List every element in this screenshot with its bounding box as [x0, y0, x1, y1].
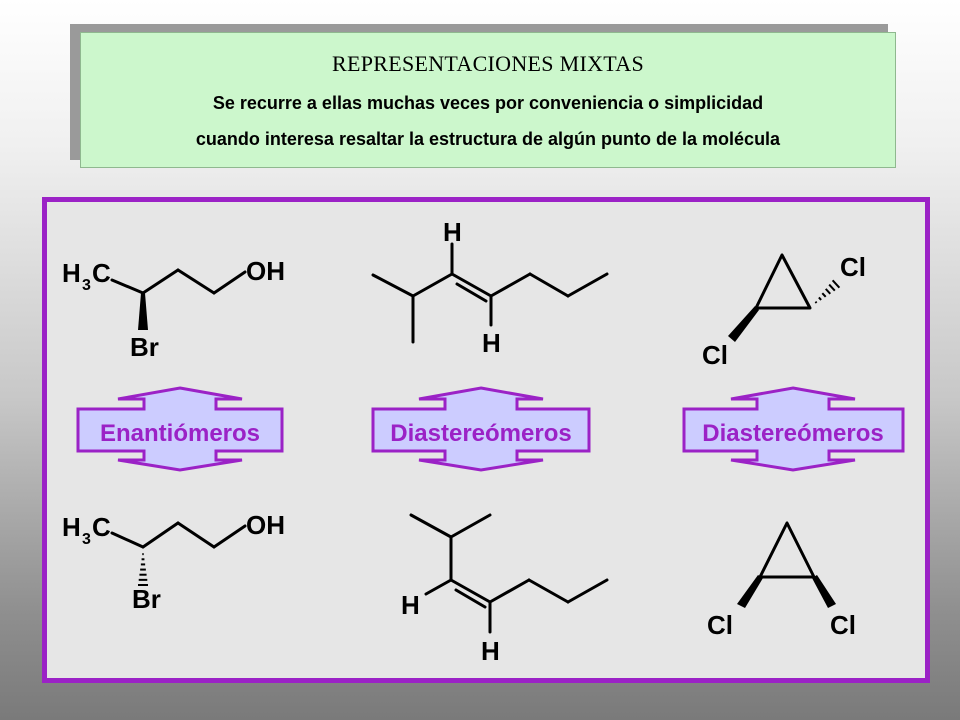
header-box: REPRESENTACIONES MIXTAS Se recurre a ell…	[80, 32, 896, 168]
label-br: Br	[130, 332, 159, 362]
relation-label-left: Enantiómeros	[100, 420, 260, 447]
header-line-1: Se recurre a ellas muchas veces por conv…	[212, 93, 764, 113]
label-cl-left: Cl	[707, 610, 733, 640]
bond	[141, 268, 180, 295]
label-oh: OH	[246, 510, 285, 540]
double-bond-inner	[454, 588, 487, 609]
wedge-bond	[728, 306, 759, 342]
label-h3c-sub: 3	[82, 277, 91, 294]
bond	[411, 272, 454, 298]
label-h3c-sub: 3	[82, 531, 91, 548]
bond	[110, 531, 145, 549]
label-h3c-h: H	[62, 512, 81, 542]
bond	[176, 268, 216, 295]
relation-label-middle: Diastereómeros	[390, 420, 571, 447]
bond	[527, 578, 570, 604]
label-cl-right: Cl	[840, 252, 866, 282]
bond	[212, 524, 247, 549]
double-bond	[449, 578, 492, 604]
bond	[212, 270, 247, 295]
molecule-top-left	[110, 268, 247, 295]
bond	[488, 578, 531, 604]
label-h-bottom: H	[481, 636, 500, 666]
molecule-top-middle	[371, 242, 609, 344]
molecule-top-right	[754, 253, 812, 310]
hash-stroke	[814, 301, 818, 304]
double-bond-inner	[455, 282, 488, 303]
wedge-bond	[812, 575, 836, 608]
molecule-bottom-right	[758, 521, 816, 579]
molecule-bottom-middle	[409, 513, 609, 634]
label-h3c-c: C	[92, 258, 111, 288]
label-cl-left: Cl	[702, 340, 728, 370]
hash-stroke	[831, 279, 841, 289]
label-h3c-c: C	[92, 512, 111, 542]
label-h3c-h: H	[62, 258, 81, 288]
hash-stroke	[828, 283, 836, 292]
bond	[489, 272, 532, 298]
hashed-bond	[814, 279, 841, 304]
label-cl-right: Cl	[830, 610, 856, 640]
wedge-bond	[737, 575, 763, 608]
header-line-2: cuando interesa resaltar la estructura d…	[195, 129, 781, 149]
label-h-bottom: H	[482, 328, 501, 358]
bond	[566, 272, 609, 298]
hash-stroke	[818, 296, 822, 301]
bond	[528, 272, 570, 298]
double-arrow	[682, 386, 905, 472]
bond	[371, 273, 415, 298]
ring	[754, 253, 812, 310]
wedge-bond	[138, 293, 148, 330]
label-br: Br	[132, 584, 161, 614]
bond	[141, 521, 180, 549]
hashed-bond	[138, 553, 148, 586]
hash-stroke	[821, 292, 827, 298]
bond	[409, 513, 453, 539]
header-title: REPRESENTACIONES MIXTAS	[331, 51, 644, 76]
double-arrow	[76, 386, 284, 472]
bond	[566, 578, 609, 604]
molecule-bottom-left	[110, 521, 247, 549]
ring	[758, 521, 816, 579]
bond	[176, 521, 216, 549]
hash-stroke	[825, 288, 831, 295]
bond	[110, 278, 145, 295]
label-h-left: H	[401, 590, 420, 620]
label-h-top: H	[443, 217, 462, 247]
double-arrow	[371, 386, 591, 472]
double-bond	[450, 272, 493, 298]
relation-label-right: Diastereómeros	[702, 420, 883, 447]
label-oh: OH	[246, 256, 285, 286]
bond	[424, 578, 453, 596]
bond	[449, 513, 492, 539]
